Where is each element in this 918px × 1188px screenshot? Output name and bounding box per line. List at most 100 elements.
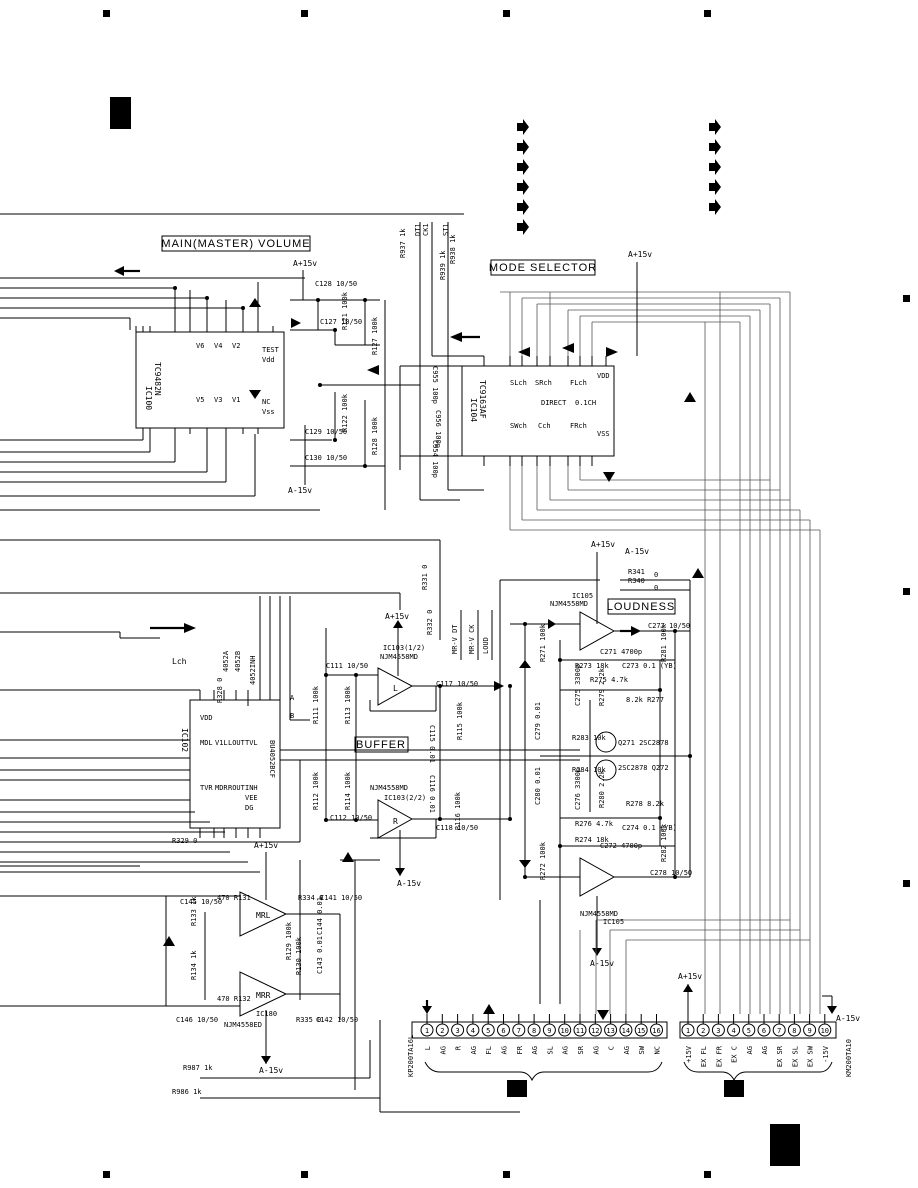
r340-value: 0 bbox=[654, 584, 658, 592]
r276-label: R276 4.7k bbox=[575, 820, 614, 828]
r277-label: 8.2k R277 bbox=[626, 696, 664, 704]
ic102-mdl: MDL bbox=[200, 739, 213, 747]
mrr-label: MRR bbox=[256, 991, 271, 1000]
ic100-vplus: A+15v bbox=[293, 259, 317, 268]
legend-arrow-icon bbox=[709, 199, 721, 215]
r279-label: R279 2.2k bbox=[598, 667, 606, 706]
ic180-section: MRL MRR IC180 NJM4558ED A+15v A-15v C145… bbox=[0, 841, 520, 1113]
kp200-pin-label: AG bbox=[623, 1046, 631, 1054]
main-volume-section: MAIN(MASTER) VOLUME IC100 TC9482N V6 V4 … bbox=[0, 235, 420, 511]
km200-key-block bbox=[724, 1080, 744, 1097]
kp200-pin-number: 5 bbox=[486, 1027, 490, 1035]
kp200-pin-label: SW bbox=[638, 1045, 646, 1054]
ic100-ref: IC100 bbox=[144, 386, 153, 410]
ic104-vss: VSS bbox=[597, 430, 610, 438]
kp200-pin-number: 7 bbox=[517, 1027, 521, 1035]
mode-selector-section: MODE SELECTOR IC104 TC9163AF SLch SRch F… bbox=[399, 222, 820, 531]
legend-arrow-icon bbox=[709, 139, 721, 155]
c118-label: C118 10/50 bbox=[436, 824, 478, 832]
q272-symbol bbox=[595, 759, 617, 781]
ic180-vplus: A+15v bbox=[254, 841, 278, 850]
c130-label: C130 10/50 bbox=[305, 454, 347, 462]
ic100-part: TC9482N bbox=[153, 362, 162, 396]
km200-pin-label: EX FR bbox=[715, 1045, 723, 1067]
kp200-pin-label: SL bbox=[546, 1046, 554, 1054]
r274-label: R274 18k bbox=[575, 836, 610, 844]
r130-label: R130 100k bbox=[295, 936, 303, 975]
r332-label: R332 0 bbox=[426, 610, 434, 635]
kp200-pin-number: 15 bbox=[637, 1027, 645, 1035]
ic105b-opamp bbox=[579, 857, 616, 897]
c277-label: C277 10/50 bbox=[648, 622, 690, 630]
ic100-vr6: V6 bbox=[196, 342, 204, 350]
ic100-vr2: V2 bbox=[232, 342, 240, 350]
kp200-pin-label: AG bbox=[562, 1046, 570, 1054]
r329-label: R329 0 bbox=[172, 837, 197, 845]
r986-label: R986 1k bbox=[172, 1088, 202, 1096]
km200-vminus: A-15v bbox=[836, 1014, 860, 1023]
net-lch: Lch bbox=[172, 657, 187, 666]
r937-label: R937 1k bbox=[399, 228, 407, 258]
kp200-pin-label: AG bbox=[501, 1046, 509, 1054]
km200-pin-label: +15V bbox=[685, 1045, 693, 1063]
kp200-pin-label: AG bbox=[439, 1046, 447, 1054]
q271-symbol bbox=[595, 731, 617, 753]
ic105a-vplus: A+15v bbox=[591, 540, 615, 549]
flow-arrow bbox=[114, 266, 124, 276]
net-ck1: CK1 bbox=[422, 223, 430, 236]
net-dt1: DT1 bbox=[414, 223, 422, 236]
r281-label: R281 100k bbox=[660, 623, 668, 662]
ic103b-label: R bbox=[393, 817, 398, 826]
legend-arrow-icon bbox=[517, 199, 529, 215]
kp200-pin-number: 4 bbox=[471, 1027, 475, 1035]
r331-label: R331 0 bbox=[421, 565, 429, 590]
r340-label: R340 bbox=[628, 577, 645, 585]
legend-arrow-icon bbox=[517, 119, 529, 135]
r284-label: R284 10k bbox=[572, 766, 607, 774]
ic102-part: BU4052BCF bbox=[268, 740, 276, 778]
km200-ref: KM200TA10 bbox=[845, 1039, 853, 1077]
c146-label: C146 10/50 bbox=[176, 1016, 218, 1024]
kp200-pin-number: 1 bbox=[425, 1027, 429, 1035]
ic105b-part: NJM4558MD bbox=[580, 910, 618, 918]
r280-label: R280 2.2k bbox=[598, 769, 606, 808]
kp200-pin-number: 13 bbox=[606, 1027, 614, 1035]
km200-pin-number: 7 bbox=[777, 1027, 781, 1035]
r131-label: 470 R131 bbox=[217, 894, 251, 902]
c276-label: C276 3300p bbox=[574, 768, 582, 810]
ic102-pin-a: A bbox=[290, 694, 295, 702]
c278-label: C278 10/50 bbox=[650, 869, 692, 877]
kp200-pin-number: 3 bbox=[455, 1027, 459, 1035]
kp200-pin-label: C bbox=[608, 1046, 616, 1050]
r129-label: R129 100k bbox=[285, 921, 293, 960]
ic100-vr4: V4 bbox=[214, 342, 222, 350]
ic180-part: NJM4558ED bbox=[224, 1021, 262, 1029]
ic102-mdr: MDR bbox=[215, 784, 228, 792]
ic103a-part: NJM4558MD bbox=[380, 653, 418, 661]
mrl-opamp bbox=[239, 891, 288, 937]
ic104-frch: FRch bbox=[570, 422, 587, 430]
kp200-pin-label: FR bbox=[516, 1045, 524, 1054]
km200-pin-number: 2 bbox=[701, 1027, 705, 1035]
km200-pin-label: AG bbox=[761, 1046, 769, 1054]
connector-feeds bbox=[426, 292, 821, 1014]
legend-arrow-icon bbox=[517, 219, 529, 235]
legend-arrow-icon bbox=[709, 159, 721, 175]
ic104-ref: IC104 bbox=[469, 398, 478, 422]
c141-label: C141 10/50 bbox=[320, 894, 362, 902]
kp200-pin-number: 10 bbox=[560, 1027, 568, 1035]
ic102-tvl: TVL bbox=[245, 739, 258, 747]
c956-label: C956 100p bbox=[434, 410, 442, 448]
buffer-title: BUFFER bbox=[356, 739, 406, 751]
r278-label: R278 8.2k bbox=[626, 800, 665, 808]
r341-value: 0 bbox=[654, 571, 658, 579]
r275-label: R275 4.7k bbox=[590, 676, 629, 684]
c275-label: C275 3300p bbox=[574, 664, 582, 706]
km200-pin-number: 8 bbox=[792, 1027, 796, 1035]
mode-selector-title: MODE SELECTOR bbox=[489, 262, 597, 274]
net-loud: LOUD bbox=[482, 637, 490, 654]
ic100-vss: Vss bbox=[262, 408, 275, 416]
r328-label: R328 0 bbox=[216, 678, 224, 703]
ic100-vminus: A-15v bbox=[288, 486, 312, 495]
kp200-ref: KP200TA16L bbox=[407, 1035, 415, 1077]
